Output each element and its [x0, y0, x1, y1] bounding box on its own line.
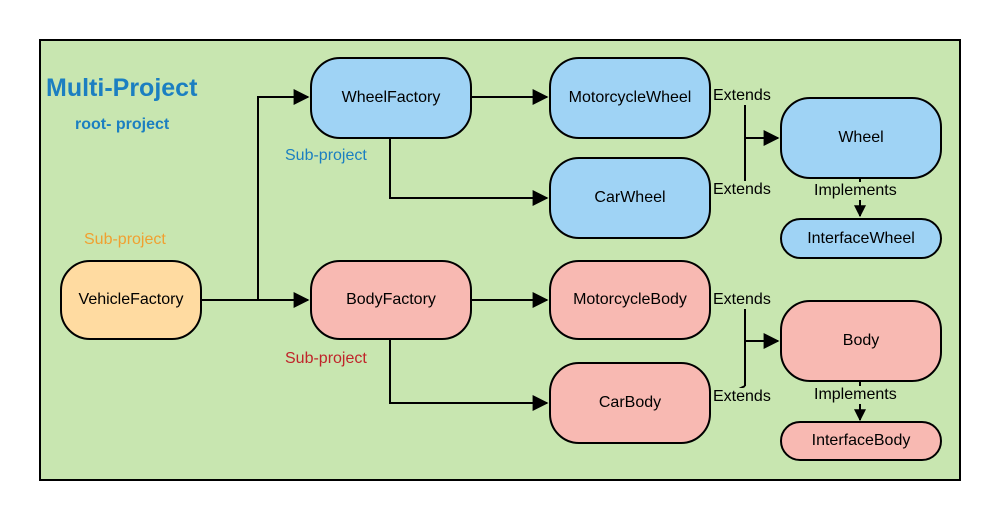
node-interface-wheel[interactable]: InterfaceWheel	[780, 218, 942, 259]
node-wheel-factory[interactable]: WheelFactory	[310, 57, 472, 139]
connector-wheelfactory-to-carwheel	[389, 139, 549, 206]
node-interface-body[interactable]: InterfaceBody	[780, 421, 942, 461]
implements-label-body: Implements	[812, 386, 899, 404]
diagram-subtitle: root- project	[75, 116, 170, 133]
node-motorcycle-wheel[interactable]: MotorcycleWheel	[549, 57, 711, 139]
sub-project-label-vehicle: Sub-project	[84, 231, 166, 248]
node-vehicle-factory[interactable]: VehicleFactory	[60, 260, 202, 340]
node-car-body[interactable]: CarBody	[549, 362, 711, 444]
node-body[interactable]: Body	[780, 300, 942, 382]
implements-label-wheel: Implements	[812, 182, 899, 200]
extends-label-car-body: Extends	[711, 388, 773, 406]
sub-project-label-wheel: Sub-project	[285, 147, 367, 164]
node-wheel[interactable]: Wheel	[780, 97, 942, 179]
node-car-wheel[interactable]: CarWheel	[549, 157, 711, 239]
extends-label-car-wheel: Extends	[711, 181, 773, 199]
extends-label-motorcycle-wheel: Extends	[711, 87, 773, 105]
connector-bodyfactory-to-carbody	[389, 340, 549, 411]
node-motorcycle-body[interactable]: MotorcycleBody	[549, 260, 711, 340]
extends-label-motorcycle-body: Extends	[711, 291, 773, 309]
node-body-factory[interactable]: BodyFactory	[310, 260, 472, 340]
diagram-title: Multi-Project	[46, 74, 198, 102]
sub-project-label-body: Sub-project	[285, 350, 367, 367]
